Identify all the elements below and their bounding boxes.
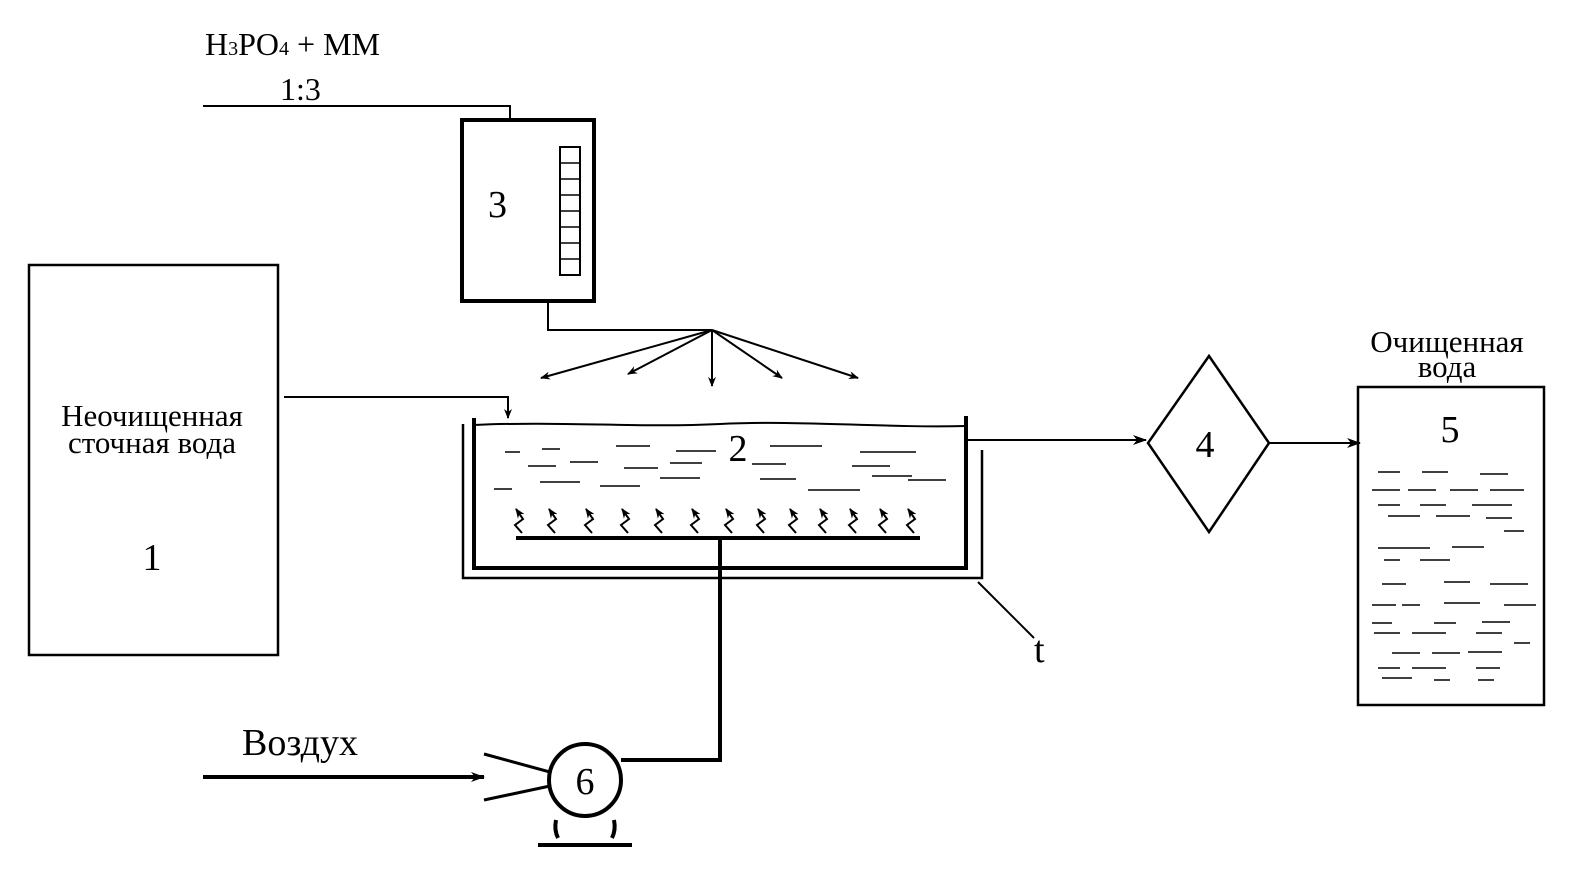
blower-stand	[553, 819, 617, 839]
tank-1: Неочищенная сточная вода 1	[27, 263, 280, 657]
filter-body	[1146, 353, 1271, 535]
tank-5-label-line2: вода	[1418, 349, 1477, 384]
blower-number: 6	[576, 761, 595, 803]
doser-number: 3	[488, 184, 507, 226]
tank-1-body	[27, 263, 280, 657]
heating-jacket	[461, 424, 984, 580]
tank-1-label-line1: Неочищенная	[61, 398, 243, 433]
tank-5-body	[1356, 385, 1546, 707]
doser-3: 3	[460, 118, 596, 303]
heater-label: t	[1034, 629, 1045, 671]
tank-5-label-line1: Очищенная	[1370, 324, 1523, 359]
air-supply-pipe	[621, 538, 722, 762]
reagent-feed-line	[203, 105, 511, 120]
air-label: Воздух	[242, 722, 358, 764]
reactor-2: 2	[461, 416, 984, 580]
water-hatching	[494, 445, 946, 491]
blower-nozzle	[483, 752, 552, 802]
filter-number: 4	[1196, 424, 1215, 466]
tank-1-number: 1	[143, 537, 162, 579]
clean-water-hatching	[1372, 471, 1536, 681]
reagent-spray	[540, 301, 859, 387]
doser-body	[460, 118, 596, 303]
blower-body	[547, 742, 623, 818]
heater-leader-line	[977, 581, 1035, 639]
tank-1-label-line2: сточная вода	[68, 425, 236, 460]
reactor-number: 2	[729, 428, 748, 470]
air-bubbles	[513, 508, 917, 534]
reagent-ratio: 1:3	[280, 71, 321, 107]
blower-6: 6	[483, 742, 632, 847]
tank-5: Очищенная вода 5	[1356, 324, 1546, 707]
water-surface	[473, 421, 967, 428]
reagent-formula: H3PO4 + MM	[205, 26, 380, 62]
filter-4: 4	[1146, 353, 1271, 535]
tank-5-number: 5	[1441, 409, 1460, 451]
raw-water-feed-line	[284, 396, 512, 419]
